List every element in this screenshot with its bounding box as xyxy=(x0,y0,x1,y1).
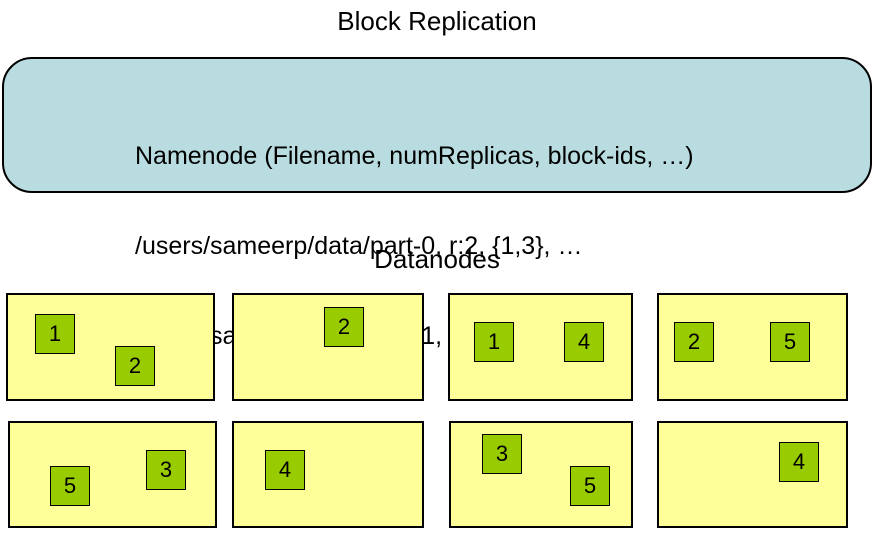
block-5: 5 xyxy=(770,322,810,362)
block-4: 4 xyxy=(779,442,819,482)
namenode-header-line: Namenode (Filename, numReplicas, block-i… xyxy=(135,142,694,170)
namenode-box: Namenode (Filename, numReplicas, block-i… xyxy=(2,57,872,350)
block-1: 1 xyxy=(474,322,514,362)
block-4: 4 xyxy=(564,322,604,362)
namenode-file-entry-part0: /users/sameerp/data/part-0, r:2, {1,3}, … xyxy=(135,232,583,260)
block-5: 5 xyxy=(570,466,610,506)
datanodes-label: Datanodes xyxy=(374,244,500,274)
block-2: 2 xyxy=(115,346,155,386)
block-3: 3 xyxy=(482,434,522,474)
block-1: 1 xyxy=(35,314,75,354)
block-3: 3 xyxy=(146,450,186,490)
block-5: 5 xyxy=(50,466,90,506)
block-2: 2 xyxy=(674,322,714,362)
datanode-box: 4 xyxy=(657,421,848,528)
block-2: 2 xyxy=(324,307,364,347)
datanode-box: 4 xyxy=(232,421,424,528)
diagram-title: Block Replication xyxy=(337,6,537,36)
datanode-box: 2 xyxy=(232,293,424,401)
block-4: 4 xyxy=(265,450,305,490)
